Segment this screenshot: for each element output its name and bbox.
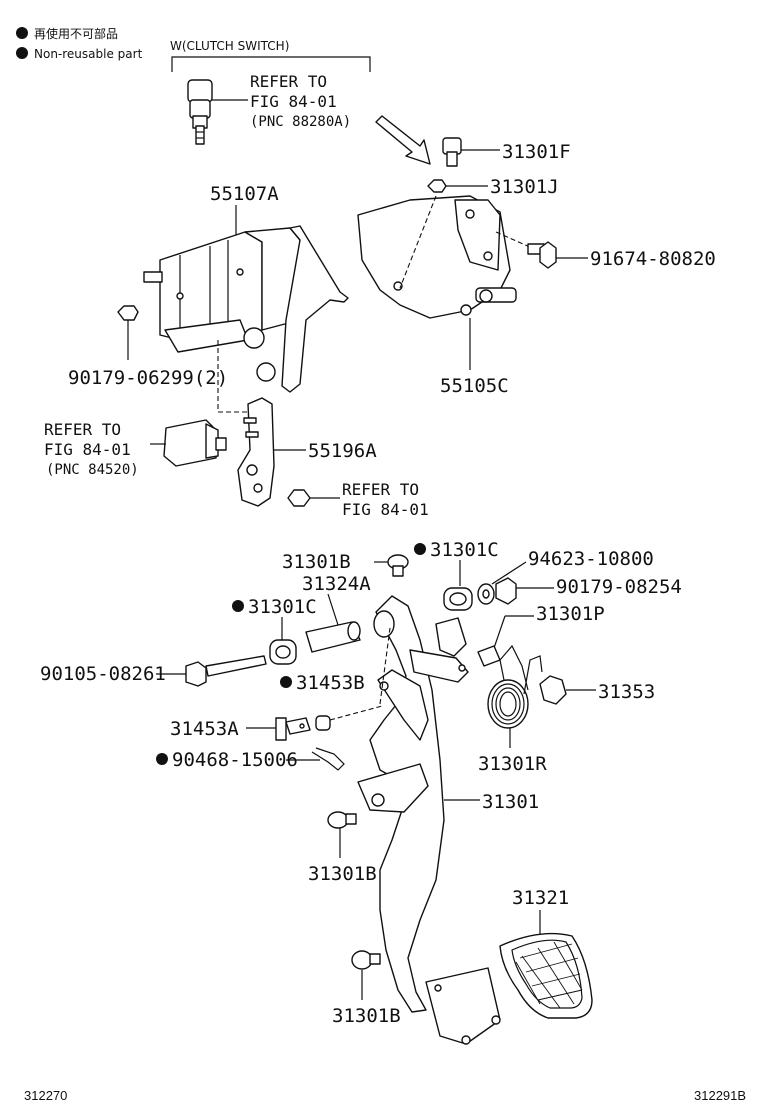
label-31301B-bot: 31301B — [332, 1005, 401, 1027]
nut-31353-part — [539, 675, 596, 705]
clutch-pedal-31301-part — [357, 595, 501, 1045]
bushing-31301C-left-part — [269, 639, 297, 665]
cushion-31301B-top-part — [374, 554, 409, 577]
refer-nut: REFER TO FIG 84-01 — [342, 480, 429, 519]
nut-refer-part — [287, 489, 340, 507]
label-31301F: 31301F — [502, 141, 571, 163]
legend-jp-text: 再使用不可部品 — [34, 26, 118, 41]
washer-94623-part — [477, 583, 495, 605]
label-31301: 31301 — [482, 791, 539, 813]
refer-mid-line1: REFER TO — [44, 420, 121, 439]
bushing-31453B-part — [315, 627, 391, 731]
label-31301C-left: 31301C — [248, 596, 317, 618]
non-reusable-marker-icon — [16, 27, 28, 39]
mounting-direction-arrow-icon — [375, 115, 431, 165]
nut-90179-06299-part — [117, 305, 139, 360]
label-31453B: 31453B — [296, 672, 365, 694]
label-91674-80820: 91674-80820 — [590, 248, 716, 270]
bracket-55107A-part — [143, 225, 349, 393]
nut-90179-08254-part — [495, 577, 517, 605]
refer-nut-line1: REFER TO — [342, 480, 419, 499]
figure-code-left: 312270 — [24, 1088, 67, 1103]
pedal-pad-31321-part — [499, 932, 593, 1019]
label-55105C: 55105C — [440, 375, 509, 397]
refer-upper: REFER TO FIG 84-01 (PNC 88280A) — [250, 72, 351, 130]
non-reusable-31453B-icon — [280, 676, 292, 688]
bolt-90105-08261-part — [156, 655, 267, 687]
label-94623-10800: 94623-10800 — [528, 548, 654, 570]
label-31301C-top: 31301C — [430, 539, 499, 561]
cotter-pin-90468-part — [286, 747, 345, 771]
label-90468-15006: 90468-15006 — [172, 749, 298, 771]
non-reusable-31301C-left-icon — [232, 600, 244, 612]
label-31301J: 31301J — [490, 176, 559, 198]
refer-upper-line2: FIG 84-01 — [250, 92, 337, 111]
bracket-55105C-part — [357, 195, 517, 370]
legend-en-text: Non-reusable part — [34, 47, 143, 61]
label-31321: 31321 — [512, 887, 569, 909]
label-31301R: 31301R — [478, 753, 547, 775]
refer-upper-line3: (PNC 88280A) — [250, 114, 351, 130]
label-90179-06299: 90179-06299(2) — [68, 367, 228, 389]
label-55196A: 55196A — [308, 440, 377, 462]
non-reusable-31301C-top-icon — [414, 543, 426, 555]
clip-31301P-part — [477, 645, 501, 667]
label-90105-08261: 90105-08261 — [40, 663, 166, 685]
refer-mid-line2: FIG 84-01 — [44, 440, 131, 459]
bracket-55196A-part — [237, 397, 306, 507]
collar-31324A-part — [305, 621, 361, 653]
bolt-31301F-part — [442, 137, 500, 167]
refer-upper-line1: REFER TO — [250, 72, 327, 91]
label-31301P: 31301P — [536, 603, 605, 625]
cushion-31301B-mid-part — [327, 811, 357, 858]
spring-31301R-part — [487, 644, 543, 748]
refer-nut-line2: FIG 84-01 — [342, 500, 429, 519]
refer-mid: REFER TO FIG 84-01 (PNC 84520) — [44, 420, 139, 478]
label-31301B-top: 31301B — [282, 551, 351, 573]
bolt-91674-80820-part — [495, 231, 588, 269]
label-31453A: 31453A — [170, 718, 239, 740]
clutch-switch-part — [187, 79, 248, 145]
cushion-31301B-bot-part — [351, 950, 381, 1000]
clutch-switch-header-text: W(CLUTCH SWITCH) — [170, 39, 289, 53]
label-31353: 31353 — [598, 681, 655, 703]
clutch-switch-header: W(CLUTCH SWITCH) — [170, 39, 371, 72]
figure-code-right: 312291B — [694, 1088, 746, 1103]
label-31324A: 31324A — [302, 573, 371, 595]
bushing-31301C-top-part — [443, 587, 473, 611]
non-reusable-marker-icon — [16, 47, 28, 59]
non-reusable-90468-icon — [156, 753, 168, 765]
label-90179-08254: 90179-08254 — [556, 576, 682, 598]
legend: 再使用不可部品 Non-reusable part — [16, 26, 143, 61]
stop-lamp-switch-part — [150, 419, 227, 467]
label-31301B-mid: 31301B — [308, 863, 377, 885]
refer-mid-line3: (PNC 84520) — [46, 462, 139, 478]
pin-31453A-part — [246, 717, 311, 741]
label-55107A: 55107A — [210, 183, 279, 205]
nut-31301J-part — [427, 179, 488, 193]
